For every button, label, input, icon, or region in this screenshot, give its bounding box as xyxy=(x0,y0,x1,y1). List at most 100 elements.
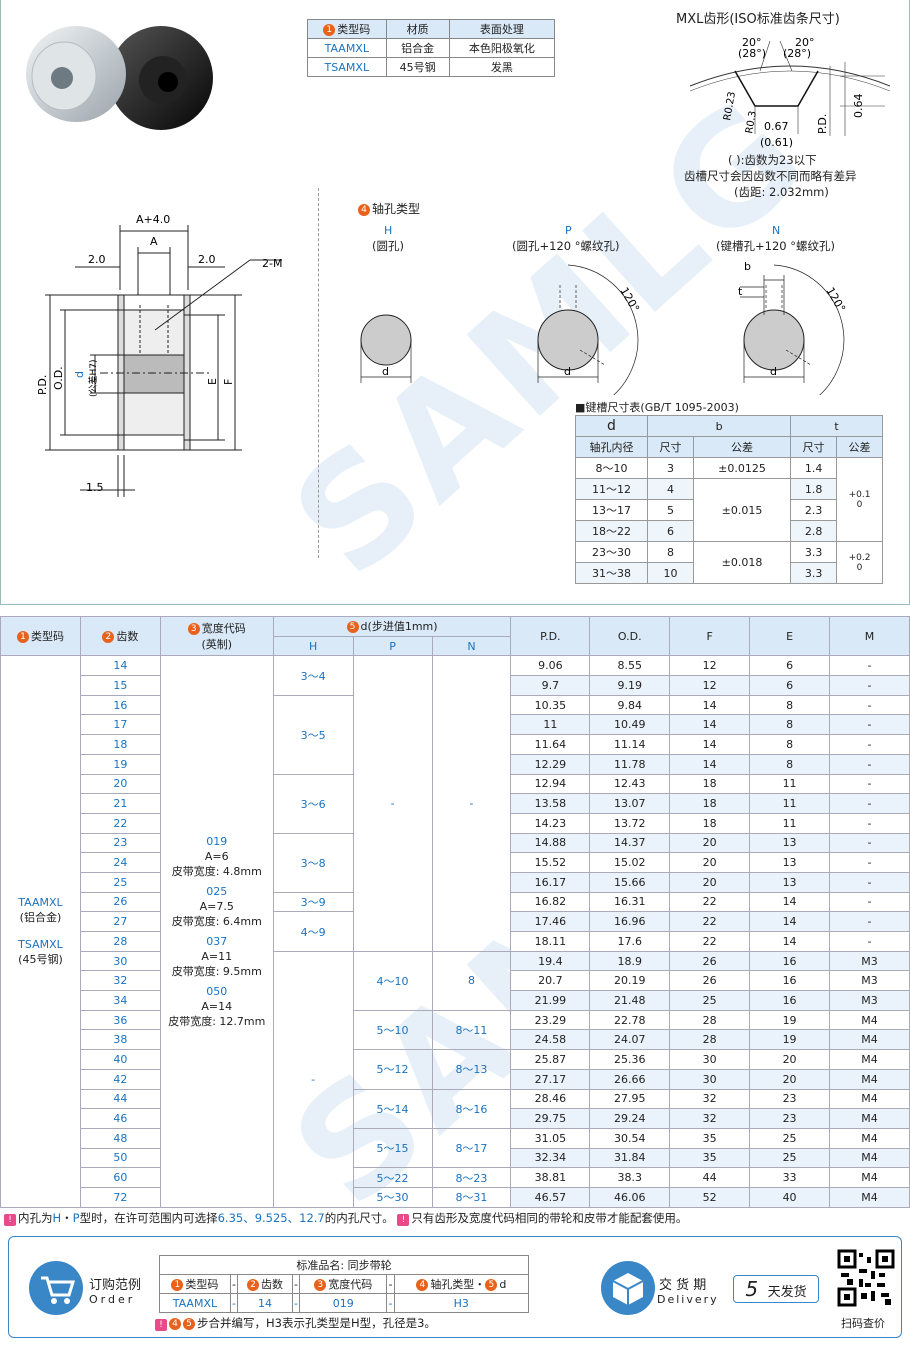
spec-value-cell: 17.6 xyxy=(589,931,671,952)
key-cell: 4 xyxy=(647,478,694,500)
spec-value-cell: 19 xyxy=(749,1029,831,1051)
spec-value-cell: M4 xyxy=(829,1049,910,1070)
spec-value-cell: 16.82 xyxy=(510,891,591,913)
dim-a: A xyxy=(150,235,158,248)
spec-value-cell: 12.94 xyxy=(510,773,591,795)
num-5-icon: 5 xyxy=(346,621,359,634)
key-h-tol2: 公差 xyxy=(836,436,883,458)
spec-value-cell: 22.78 xyxy=(589,1009,671,1031)
mat-h-material: 材质 xyxy=(385,19,450,39)
tooth-profile-diagram: 20° (28°) 20° (28°) R0.23 R0.3 0.67 (0.6… xyxy=(689,36,891,149)
spec-value-cell: - xyxy=(829,931,910,952)
spec-value-cell: 12 xyxy=(669,655,751,677)
num-2-icon: 2 xyxy=(102,631,115,644)
spec-value-cell: 8 xyxy=(749,694,831,716)
teeth-cell: 40 xyxy=(79,1049,161,1070)
spec-value-cell: M3 xyxy=(829,950,910,972)
teeth-cell: 72 xyxy=(79,1186,161,1208)
key-cell: 3.3 xyxy=(790,562,838,584)
spec-value-cell: 38.81 xyxy=(510,1167,591,1188)
spec-value-cell: 25 xyxy=(749,1127,831,1149)
spec-value-cell: 25 xyxy=(669,990,751,1011)
spec-value-cell: 20 xyxy=(669,852,751,873)
key-h-size: 尺寸 xyxy=(647,436,694,458)
key-cell: 1.4 xyxy=(790,457,838,479)
key-cell: 10 xyxy=(647,562,694,584)
spec-value-cell: 15.66 xyxy=(589,871,671,893)
main-h-f: F xyxy=(669,615,751,657)
num-4-icon: 4 xyxy=(358,203,370,216)
spec-value-cell: 30 xyxy=(669,1049,751,1070)
key-cell: 2.3 xyxy=(790,499,838,521)
main-h-m: M xyxy=(829,615,910,657)
spec-value-cell: 14 xyxy=(749,911,831,932)
key-cell: 1.8 xyxy=(790,478,838,500)
delivery-days-label: 天发货 xyxy=(767,1285,807,1300)
teeth-cell: 42 xyxy=(79,1068,161,1090)
h-range-cell: 3～5 xyxy=(272,694,354,775)
dim-f: F xyxy=(222,379,235,385)
spec-value-cell: 31.05 xyxy=(510,1127,591,1149)
main-h-e: E xyxy=(749,615,831,657)
dim-pd: P.D. xyxy=(36,375,49,395)
spec-value-cell: 35 xyxy=(669,1127,751,1149)
key-table-title: ■键槽尺寸表(GB/T 1095-2003) xyxy=(575,401,739,414)
num-3-icon: 3 xyxy=(187,623,200,636)
teeth-cell: 46 xyxy=(79,1108,161,1129)
p-range-cell: 5～22 xyxy=(352,1167,433,1188)
num-1-icon: 1 xyxy=(323,24,336,36)
spec-value-cell: 23 xyxy=(749,1088,831,1110)
spec-value-cell: - xyxy=(829,852,910,873)
key-cell: 18～22 xyxy=(575,520,648,542)
order-dash: - xyxy=(291,1274,301,1294)
h-range-cell: - xyxy=(272,950,354,1208)
angle-b2-label: (28°) xyxy=(783,47,811,60)
spec-value-cell: 35 xyxy=(669,1147,751,1169)
bore-p-label: P xyxy=(565,224,572,237)
spec-value-cell: 52 xyxy=(669,1186,751,1208)
main-h-H: H xyxy=(272,635,354,657)
key-cell: ±0.015 xyxy=(692,478,792,542)
num-1-icon: 1 xyxy=(16,631,29,644)
spec-value-cell: 17.46 xyxy=(510,911,591,932)
num-4-icon: 4 xyxy=(169,1317,181,1330)
spec-value-cell: 31.84 xyxy=(589,1147,671,1169)
dim-od: O.D. xyxy=(52,366,65,390)
spec-value-cell: 8 xyxy=(749,753,831,775)
r2-label: R0.3 xyxy=(744,110,759,134)
num-1-icon: 1 xyxy=(171,1279,184,1291)
d1-label: 0.67 xyxy=(764,120,789,133)
spec-value-cell: 20.7 xyxy=(510,970,591,992)
spec-value-cell: 25.87 xyxy=(510,1049,591,1070)
teeth-cell: 44 xyxy=(79,1088,161,1110)
type-code-cell: TAAMXL(铝合金)TSAMXL(45号钢) xyxy=(0,655,81,1208)
spec-value-cell: 22 xyxy=(669,911,751,932)
bore-n-d: d xyxy=(770,365,777,378)
spec-value-cell: 15.52 xyxy=(510,852,591,873)
spec-value-cell: 16.31 xyxy=(589,891,671,913)
spec-value-cell: 14.88 xyxy=(510,832,591,854)
spec-value-cell: 40 xyxy=(749,1186,831,1208)
spec-value-cell: 18 xyxy=(669,812,751,834)
spec-value-cell: 8 xyxy=(749,714,831,736)
spec-value-cell: 9.19 xyxy=(589,675,671,696)
spec-value-cell: 23 xyxy=(749,1108,831,1129)
spec-value-cell: 14 xyxy=(669,753,751,775)
spec-value-cell: 18.9 xyxy=(589,950,671,972)
footnote: !内孔为H・P型时，在许可范围内可选择6.35、9.525、12.7的内孔尺寸。… xyxy=(4,1210,687,1226)
spec-value-cell: 9.7 xyxy=(510,675,591,696)
key-cell: 11～12 xyxy=(575,478,648,500)
p-range-cell: 4～10 xyxy=(352,950,433,1011)
teeth-cell: 28 xyxy=(79,931,161,952)
note-icon: ! xyxy=(155,1319,167,1331)
teeth-cell: 27 xyxy=(79,911,161,932)
teeth-cell: 23 xyxy=(79,832,161,854)
spec-value-cell: 6 xyxy=(749,655,831,677)
tooth-note-2: 齿槽尺寸会因齿数不同而略有差异 xyxy=(684,169,857,183)
